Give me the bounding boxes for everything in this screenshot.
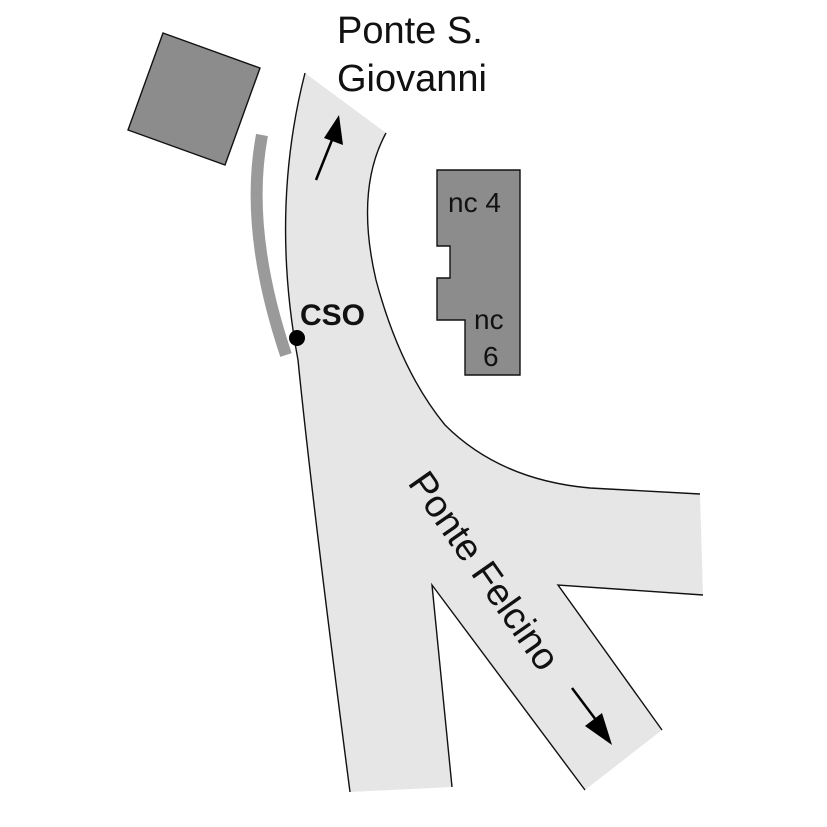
arrow-down-right-icon xyxy=(571,687,612,745)
river-bank-east xyxy=(366,132,701,495)
arrow-up-right-icon xyxy=(314,115,343,181)
river-bank-southwest xyxy=(431,582,586,791)
dot-marker-icon xyxy=(289,330,305,346)
river-bank-southeast xyxy=(556,584,704,731)
embankment-wall xyxy=(250,133,292,357)
cso-label: CSO xyxy=(300,299,365,332)
river-channel xyxy=(285,73,703,792)
building-square xyxy=(127,32,261,166)
building-label-nc6-line1: nc xyxy=(474,304,504,335)
building-label-nc6-line2: 6 xyxy=(483,341,499,372)
building-nc4-nc6 xyxy=(436,169,521,376)
river-bank-west xyxy=(284,72,351,793)
building-label-nc4: nc 4 xyxy=(448,187,501,218)
place-label-north-line1: Ponte S. xyxy=(337,10,483,52)
place-label-north-line2: Giovanni xyxy=(337,58,487,100)
